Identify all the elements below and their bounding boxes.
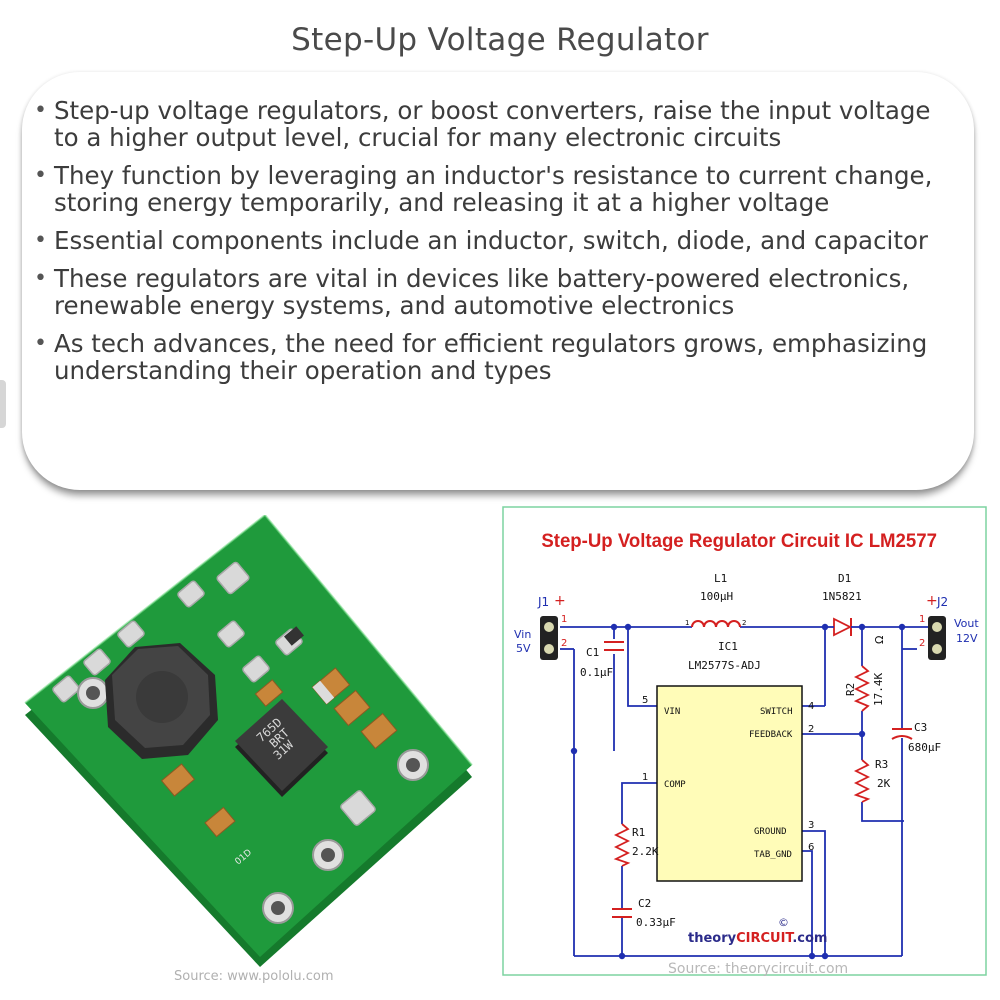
ic-pin-switch: SWITCH [760,707,793,717]
j1-plus: + [554,593,566,609]
svg-text:theoryCIRCUIT.com: theoryCIRCUIT.com [688,931,827,946]
r2-value: 17.4K [872,673,885,706]
brand-part-3: .com [792,931,827,946]
connector-j1: J1 + 1 2 Vin 5V [514,593,567,660]
j1-pin2: 2 [561,638,567,649]
bullet-item: • They function by leveraging an inductor… [32,162,962,216]
bullet-dot: • [34,98,47,123]
vin-label: Vin [514,628,531,641]
pin-number-4: 4 [808,701,814,712]
circuit-schematic: Step-Up Voltage Regulator Circuit IC LM2… [502,506,987,976]
ic-chip: BRT 31W 765D [235,699,328,797]
resistor-r3: R3 2K [853,758,891,803]
pin-number-1: 1 [642,772,648,783]
bullet-text: These regulators are vital in devices li… [54,264,910,320]
junction-dots [570,623,906,960]
j2-pin2: 2 [919,638,925,649]
l1-label: L1 [714,572,727,585]
d1-label: D1 [838,572,851,585]
schematic-source: Source: theorycircuit.com [668,961,849,977]
j2-plus: + [926,593,938,609]
pcb-marker [284,626,304,646]
c3-value: 680µF [908,741,941,754]
l1-pin1: 1 [685,619,689,627]
mounting-holes [77,677,429,924]
capacitor-c1: C1 0.1µF [580,641,624,679]
r1-label: R1 [632,826,645,839]
bullet-dot: • [34,228,47,253]
ic-pin-feedback: FEEDBACK [749,730,793,740]
brand-part-2: CIRCUIT [736,931,794,946]
pin-number-2: 2 [808,724,814,735]
l1-value: 100µH [700,590,733,603]
photo-source: Source: www.pololu.com [174,969,334,984]
ic-pin-tabgnd: TAB_GND [754,850,792,860]
r3-label: R3 [875,758,888,771]
connector-j2: J2 + 1 2 Vout 12V [919,593,979,660]
pin-number-3: 3 [808,820,814,831]
d1-value: 1N5821 [822,590,862,603]
r2-label: R2 [844,683,857,696]
ic-label: IC1 [718,640,738,653]
vout-value: 12V [956,632,978,645]
j1-label: J1 [537,595,549,609]
c1-value: 0.1µF [580,666,613,679]
bullet-dot: • [34,331,47,356]
bullet-item: • These regulators are vital in devices l… [32,265,962,319]
capacitors [160,667,398,838]
ic-part: LM2577S-ADJ [688,659,761,672]
bullet-text: As tech advances, the need for efficient… [54,329,928,385]
pin-number-6: 6 [808,842,814,853]
diode-d1: D1 1N5821 [822,572,862,637]
bullet-list: • Step-up voltage regulators, or boost co… [32,97,962,395]
c3-label: C3 [914,721,927,734]
j1-pin1: 1 [561,614,567,625]
bullet-item: • Essential components include an inducto… [32,227,962,254]
capacitor-c3: C3 680µF [891,721,941,754]
l1-pin2: 2 [742,619,746,627]
bullet-dot: • [34,163,47,188]
brand-logo: theoryCIRCUIT.com © [688,916,827,946]
vout-label: Vout [954,617,979,630]
wires [560,626,928,957]
bullet-text: Essential components include an inductor… [54,226,929,255]
bullet-item: • Step-up voltage regulators, or boost co… [32,97,962,151]
schematic-title: Step-Up Voltage Regulator Circuit IC LM2… [541,530,937,551]
pin-number-5: 5 [642,695,648,706]
resistor-r2: R2 17.4K Ω [844,636,886,712]
bullet-text: They function by leveraging an inductor'… [54,161,933,217]
bullet-dot: • [34,266,47,291]
resistor-r1: R1 2.2K [613,823,659,867]
j2-pin1: 1 [919,614,925,625]
pcb-photo: BRT 31W 765D 01D [24,515,473,967]
inductor [105,643,218,759]
c2-value: 0.33µF [636,916,676,929]
c1-label: C1 [586,646,599,659]
j2-label: J2 [936,595,948,609]
ic-pin-comp: COMP [664,780,686,790]
r2-ohm: Ω [873,636,886,644]
c2-label: C2 [638,897,651,910]
ic-pin-vin: VIN [664,707,680,717]
bullet-text: Step-up voltage regulators, or boost con… [54,96,931,152]
ic-pin-ground: GROUND [754,827,787,837]
inductor-l1: L1 100µH 1 2 [685,572,746,628]
card-edge-decoration [0,380,6,428]
page-title: Step-Up Voltage Regulator [291,22,709,58]
ic-lm2577: IC1 LM2577S-ADJ VIN SWITCH FEEDBACK COMP… [642,640,814,882]
r1-value: 2.2K [632,845,659,858]
r3-value: 2K [877,777,891,790]
brand-part-1: theory [688,931,737,946]
copyright-symbol: © [778,916,789,929]
vin-value: 5V [516,642,531,655]
summary-card [22,72,974,490]
capacitor-c2: C2 0.33µF [612,897,676,929]
pcb-pads [52,561,376,826]
bullet-item: • As tech advances, the need for efficien… [32,330,962,384]
